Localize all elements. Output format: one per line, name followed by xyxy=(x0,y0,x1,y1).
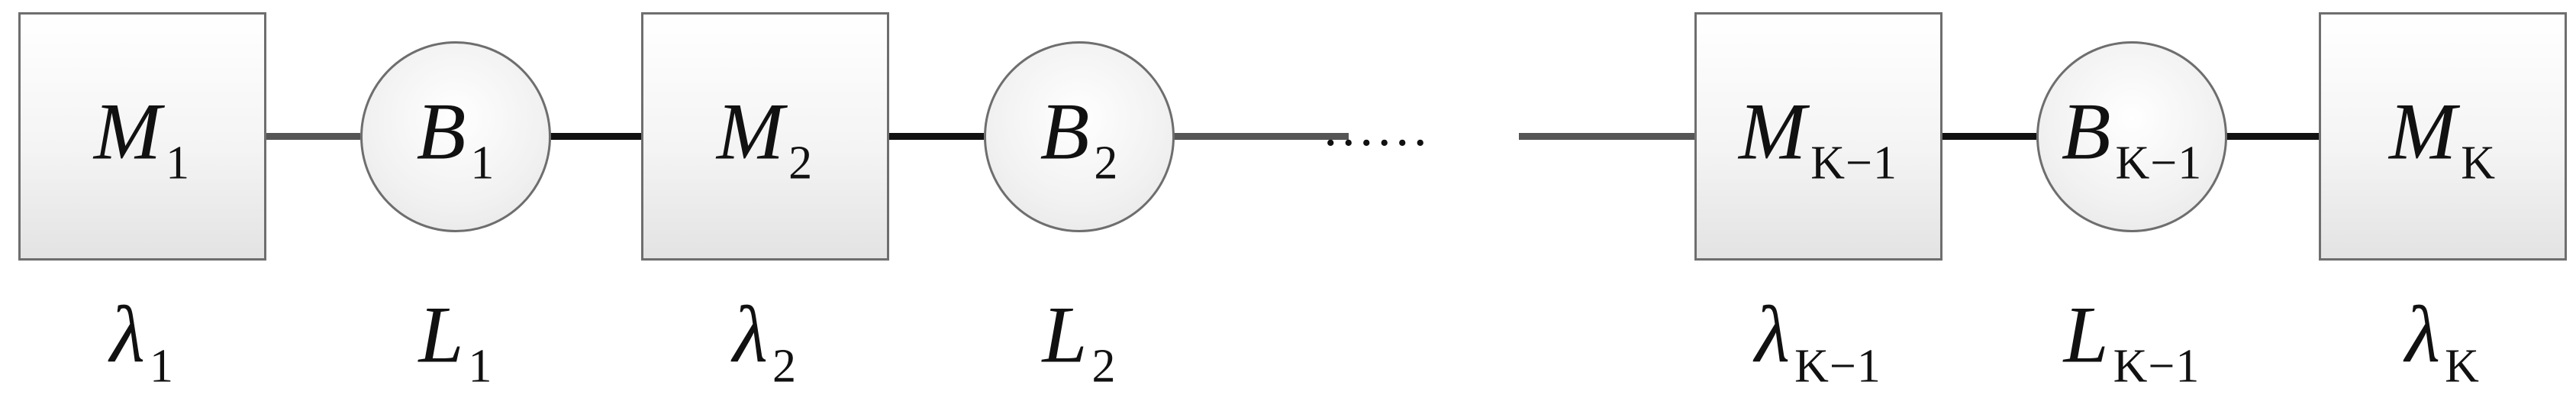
ellipsis: ...... xyxy=(1323,99,1432,157)
node-symbol: B xyxy=(2061,86,2111,176)
param-label-lambda-1: λ1 xyxy=(110,294,174,390)
connector-ellipsis-mk-1 xyxy=(1519,133,1694,140)
param-symbol: λ xyxy=(110,290,145,380)
node-label-m1: M1 xyxy=(94,91,191,189)
param-label-l-2: L2 xyxy=(1043,294,1117,390)
buffer-circle-bk-1 xyxy=(2036,41,2227,232)
machine-box-mk-1 xyxy=(1694,12,1942,261)
node-label-mk-1: MK−1 xyxy=(1739,91,1898,189)
node-subscript: 1 xyxy=(166,137,191,189)
connector-b2-ellipsis xyxy=(1173,133,1349,140)
node-subscript: K−1 xyxy=(2115,137,2203,189)
node-subscript: K xyxy=(2461,137,2497,189)
node-symbol: M xyxy=(93,86,162,176)
machine-box-m1 xyxy=(18,12,266,261)
connector-mk-1-bk-1 xyxy=(1942,133,2036,140)
param-subscript: 2 xyxy=(772,340,797,393)
param-label-lambda-2: λ2 xyxy=(733,294,797,390)
buffer-circle-b1 xyxy=(360,41,551,232)
param-label-l-1: L1 xyxy=(419,294,493,390)
param-symbol: λ xyxy=(733,290,768,380)
node-symbol: B xyxy=(416,86,466,176)
param-symbol: L xyxy=(418,290,464,380)
param-subscript: K−1 xyxy=(1794,340,1881,393)
node-symbol: M xyxy=(716,86,785,176)
param-subscript: K−1 xyxy=(2113,340,2200,393)
buffer-circle-b2 xyxy=(984,41,1175,232)
param-symbol: L xyxy=(1042,290,1088,380)
node-label-mk: MK xyxy=(2389,91,2497,189)
param-symbol: λ xyxy=(1755,290,1791,380)
machine-box-mk xyxy=(2319,12,2567,261)
node-symbol: B xyxy=(1040,86,1090,176)
connector-m2-b2 xyxy=(889,133,984,140)
node-subscript: 2 xyxy=(1094,137,1119,189)
param-subscript: 2 xyxy=(1091,340,1117,393)
param-symbol: λ xyxy=(2405,290,2441,380)
param-symbol: L xyxy=(2063,290,2109,380)
connector-m1-b1 xyxy=(266,133,360,140)
node-label-bk-1: BK−1 xyxy=(2062,91,2203,189)
param-subscript: K xyxy=(2445,340,2480,393)
param-label-lambda-k: λK xyxy=(2405,294,2480,390)
param-label-l-k-1: LK−1 xyxy=(2064,294,2200,390)
node-label-b2: B2 xyxy=(1040,91,1119,189)
node-subscript: 2 xyxy=(788,137,814,189)
connector-bk-1-mk xyxy=(2226,133,2319,140)
machine-box-m2 xyxy=(641,12,889,261)
connector-b1-m2 xyxy=(550,133,641,140)
param-subscript: 1 xyxy=(468,340,493,393)
node-subscript: 1 xyxy=(470,137,495,189)
node-subscript: K−1 xyxy=(1810,137,1898,189)
param-subscript: 1 xyxy=(149,340,174,393)
node-symbol: M xyxy=(2388,86,2457,176)
node-symbol: M xyxy=(1738,86,1807,176)
node-label-m2: M2 xyxy=(717,91,814,189)
node-label-b1: B1 xyxy=(417,91,495,189)
param-label-lambda-k-1: λK−1 xyxy=(1755,294,1881,390)
